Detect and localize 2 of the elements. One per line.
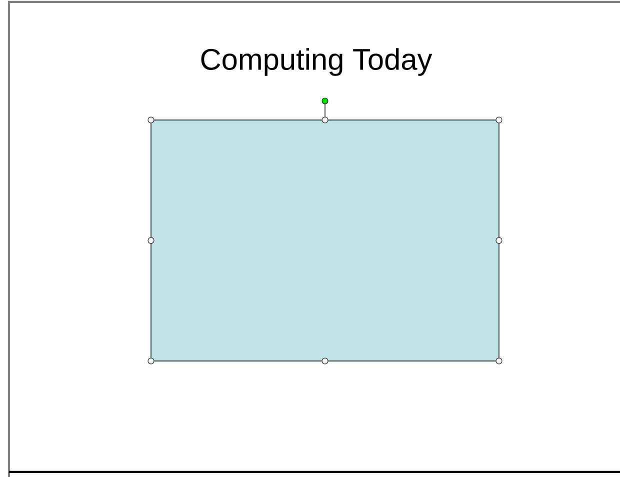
title: Computing Today: [201, 48, 432, 76]
shape-box: [150, 120, 500, 362]
